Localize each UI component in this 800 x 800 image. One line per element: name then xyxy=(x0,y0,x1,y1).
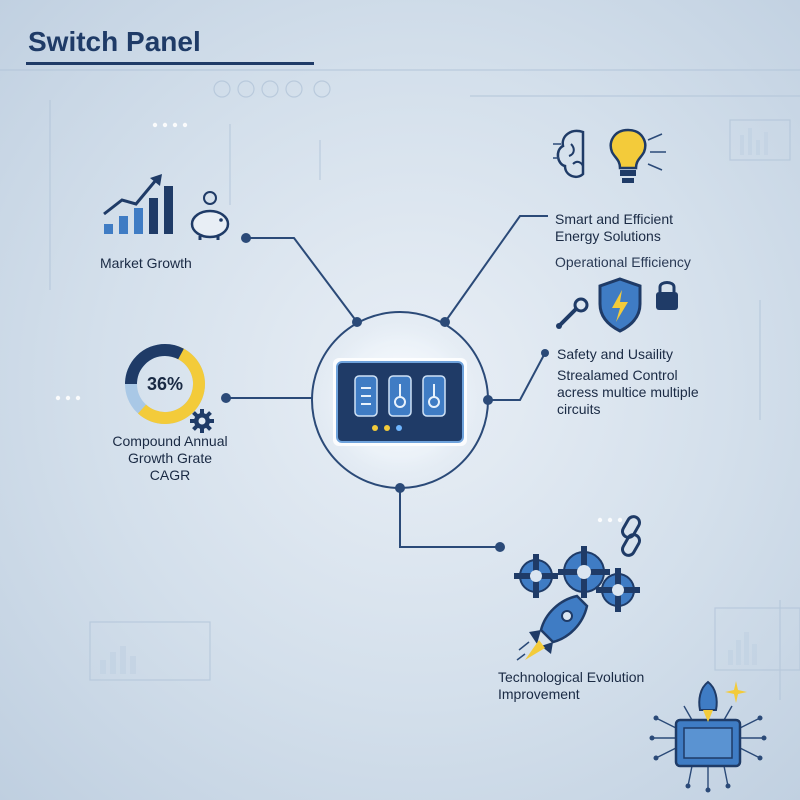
gears-icon xyxy=(514,546,640,612)
sparkle-icon xyxy=(725,681,747,703)
energy-sub: Operational Efficiency xyxy=(555,254,691,270)
wrench-icon xyxy=(556,297,589,329)
cagr-line-3: CAGR xyxy=(149,467,191,483)
circuit-chip-icon xyxy=(649,680,767,793)
cagr-label: Compound Annual Growth Grate CAGR xyxy=(95,433,245,484)
energy-label: Smart and Efficient Energy Solutions Ope… xyxy=(555,211,691,271)
safety-line-2: Strealamed Control xyxy=(557,367,678,383)
rocket-icon xyxy=(516,594,589,661)
tech-label: Technological Evolution Improvement xyxy=(498,669,644,703)
safety-label: Safety and Usaility Strealamed Control a… xyxy=(557,346,699,418)
energy-line-2: Energy Solutions xyxy=(555,228,661,244)
safety-line-1: Safety and Usaility xyxy=(557,346,673,362)
piggy-bank-icon xyxy=(190,191,230,240)
lightbulb-icon xyxy=(609,128,666,183)
lock-icon xyxy=(656,281,678,310)
safety-line-4: circuits xyxy=(557,401,601,417)
title-underline xyxy=(26,62,314,65)
switch-panel-icon[interactable] xyxy=(325,352,475,452)
energy-line-1: Smart and Efficient xyxy=(555,211,674,227)
bar-chart-icon xyxy=(103,174,173,234)
shield-icon xyxy=(598,277,642,333)
safety-line-3: acress multice multiple xyxy=(557,384,699,400)
chain-link-icon xyxy=(621,515,641,557)
brain-icon xyxy=(553,129,585,178)
market-growth-label: Market Growth xyxy=(100,255,192,271)
tech-line-2: Improvement xyxy=(498,686,580,702)
tech-line-1: Technological Evolution xyxy=(498,669,645,685)
gear-icon xyxy=(190,409,214,433)
cagr-value: 36% xyxy=(146,374,184,394)
cagr-line-2: Growth Grate xyxy=(127,450,213,466)
donut-chart-icon xyxy=(125,344,205,424)
page-title: Switch Panel xyxy=(28,26,201,57)
cagr-line-1: Compound Annual xyxy=(112,433,228,449)
